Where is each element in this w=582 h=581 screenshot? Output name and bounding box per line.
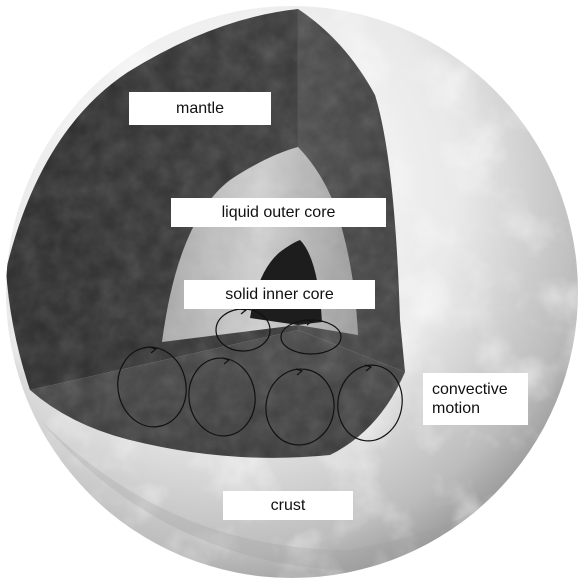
inner-core-label-text: solid inner core (225, 285, 334, 304)
crust-label-text: crust (271, 496, 306, 515)
mantle-label-text: mantle (176, 99, 224, 118)
convective-label-line1: convective (432, 380, 508, 399)
convective-motion-label: convective motion (423, 373, 528, 425)
outer-core-label-text: liquid outer core (222, 203, 336, 222)
outer-core-label: liquid outer core (171, 198, 386, 227)
convective-label-line2: motion (432, 399, 508, 418)
inner-core-label: solid inner core (184, 280, 375, 309)
crust-label: crust (223, 491, 353, 520)
mantle-label: mantle (129, 92, 271, 125)
